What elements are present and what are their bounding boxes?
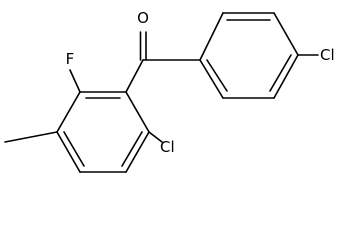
bond-ring-b-3: [273, 12, 299, 56]
bond-fluoro: [69, 69, 81, 93]
bond-chloro-aryl: [148, 131, 163, 143]
oxygen-atom-label: O: [137, 9, 149, 27]
bond-ring-b-6: [199, 59, 224, 99]
bond-ring-a-inner-3: [121, 131, 143, 167]
structure-diagram: O F Cl Cl: [4, 9, 335, 173]
bond-ring-b-inner-3: [206, 59, 228, 92]
chlorine-aryl-atom-label: Cl: [160, 138, 175, 156]
bond-ring-b-1: [199, 12, 224, 61]
molecule-drawing: O F Cl Cl: [4, 9, 335, 173]
chlorine-para-atom-label: Cl: [320, 46, 335, 64]
bond-ring-a-3: [56, 131, 81, 173]
bond-carbonyl-left: [125, 59, 144, 93]
bond-ring-a-6: [125, 91, 150, 133]
bond-ring-a-2: [56, 91, 81, 133]
fluorine-atom-label: F: [66, 50, 75, 68]
bond-ring-a-inner-2: [63, 131, 85, 167]
bond-methyl: [4, 131, 58, 143]
bond-ring-b-inner-2: [269, 54, 292, 92]
bond-ring-a-5: [125, 131, 150, 173]
bond-ring-b-4: [273, 54, 299, 99]
